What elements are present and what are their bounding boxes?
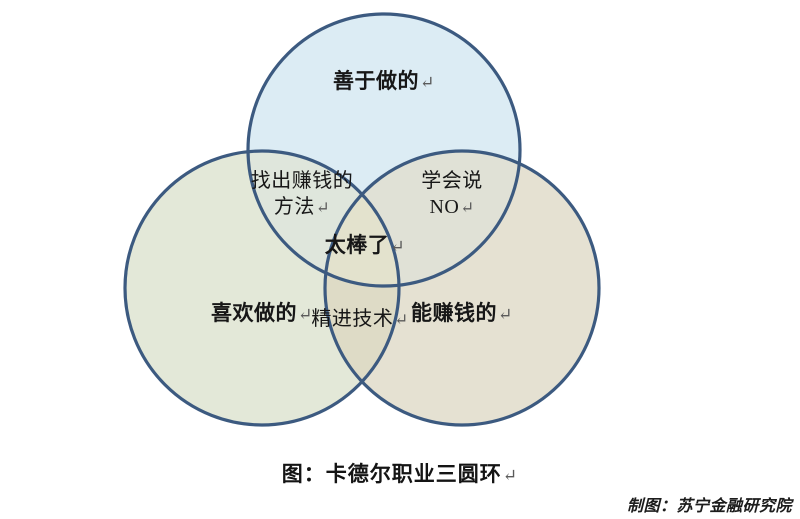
intersection-label-top-left: 找出赚钱的 方法↵	[212, 168, 392, 221]
intersection-left-right-text: 精进技术	[311, 308, 394, 330]
circle-label-right-text: 能赚钱的	[411, 301, 498, 325]
figure-credit: 制图：苏宁金融研究院	[626, 498, 792, 515]
pilcrow-icon: ↵	[498, 304, 513, 324]
intersection-top-right-line1: 学会说	[421, 170, 483, 192]
circle-label-left: 喜欢做的↵	[162, 300, 362, 328]
pilcrow-icon: ↵	[394, 309, 409, 329]
circle-label-top: 善于做的↵	[284, 68, 484, 96]
pilcrow-icon: ↵	[420, 72, 435, 92]
pilcrow-icon: ↵	[315, 197, 331, 217]
circle-outline-right	[323, 149, 601, 427]
intersection-center-text: 太棒了	[324, 233, 390, 257]
pilcrow-icon: ↵	[298, 304, 313, 324]
pilcrow-icon: ↵	[502, 465, 519, 485]
pilcrow-icon: ↵	[390, 236, 406, 256]
circle-outline-top	[246, 12, 522, 288]
intersection-label-center: 太棒了↵	[300, 232, 430, 260]
intersection-label-top-right: 学会说 NO↵	[382, 168, 522, 221]
circle-outline-left	[123, 149, 401, 427]
figure-caption: 图：卡德尔职业三圆环↵	[0, 458, 800, 488]
circle-label-right: 能赚钱的↵	[362, 300, 562, 328]
figure-caption-text: 图：卡德尔职业三圆环	[281, 462, 502, 486]
circle-label-top-text: 善于做的	[333, 69, 420, 93]
venn-circles-svg	[123, 12, 601, 427]
pilcrow-icon: ↵	[460, 197, 475, 217]
overlap-right-top	[325, 151, 520, 286]
intersection-top-left-line2: 方法↵	[273, 196, 331, 219]
overlap-left-top	[248, 151, 399, 286]
intersection-label-left-right: 精进技术↵	[295, 306, 425, 332]
intersection-top-left-line1: 找出赚钱的	[250, 170, 354, 192]
circle-label-left-text: 喜欢做的	[211, 301, 298, 325]
intersection-top-right-line2: NO↵	[429, 196, 475, 219]
venn-diagram: 善于做的↵ 喜欢做的↵ 能赚钱的↵ 找出赚钱的 方法↵ 学会说 NO↵ 精进技术…	[123, 12, 601, 427]
